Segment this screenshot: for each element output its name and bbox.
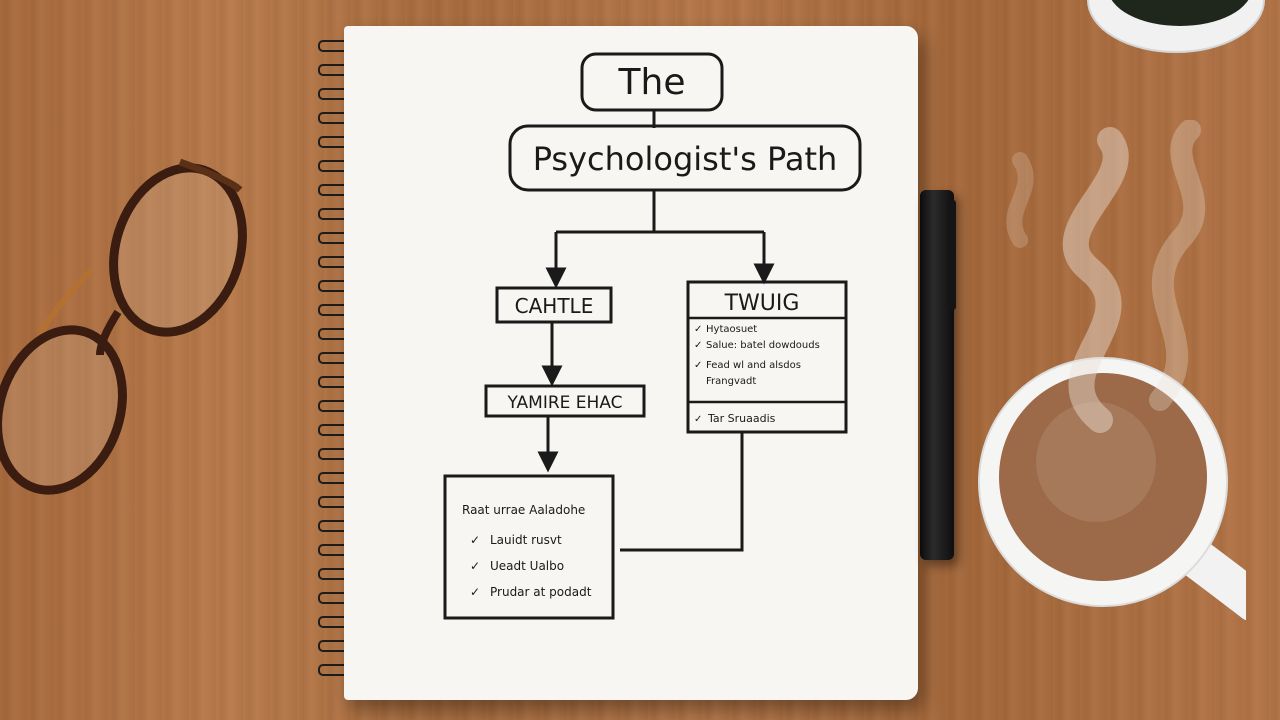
svg-text:✓: ✓ [694,360,702,371]
title-top-box [580,52,724,112]
title-main-box [508,124,862,192]
title-top-text: The [618,62,686,103]
right-box [686,280,848,434]
bottom-box [443,474,615,620]
left-box-2-label: YAMIRE EHAC [506,393,622,413]
pen-clip [948,200,956,310]
coffee-cup [978,357,1246,620]
flowchart-diagram: The Psychologist's Path CAHTLE YAMIRE EH… [443,52,862,620]
bottom-box-header: Raat urrae Aaladohe [462,503,585,517]
bottom-box-item-1: Lauidt rusvt [490,533,562,547]
right-box-item-3: Fead wl and alsdos [706,360,801,371]
plant-bowl [1087,0,1265,53]
left-box-1 [495,286,613,324]
left-box-1-label: CAHTLE [515,294,594,318]
svg-text:✓: ✓ [470,533,480,547]
right-box-item-4: Frangvadt [706,376,756,387]
steam [1006,120,1206,433]
right-box-item-1: Hytaosuet [706,324,757,335]
right-box-header: TWUIG [724,291,800,316]
svg-text:✓: ✓ [470,559,480,573]
right-box-footer: Tar Sruaadis [707,412,776,425]
right-box-item-2: Salue: batel dowdouds [706,340,820,351]
title-main-text: Psychologist's Path [533,140,838,178]
eyeglasses [0,158,247,495]
left-box-2 [484,384,646,418]
notebook-page [344,26,918,700]
bottom-box-item-3: Prudar at podadt [490,585,592,599]
svg-text:✓: ✓ [694,324,702,335]
bottom-box-item-2: Ueadt Ualbo [490,559,564,573]
svg-text:✓: ✓ [470,585,480,599]
svg-text:✓: ✓ [694,340,702,351]
spiral-binding [318,40,368,690]
svg-text:✓: ✓ [694,414,702,425]
